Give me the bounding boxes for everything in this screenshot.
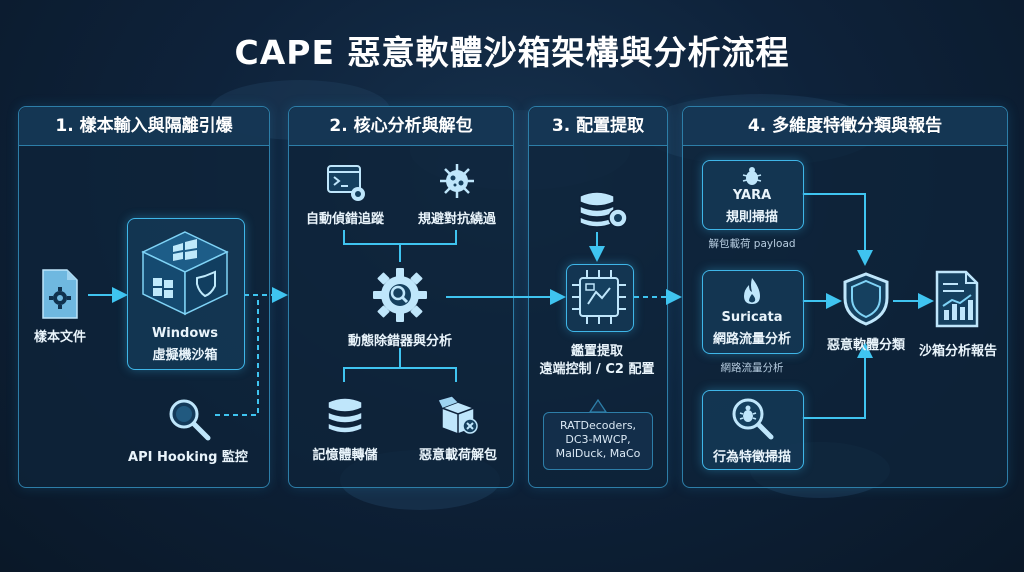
classification-label: 惡意軟體分類 — [826, 338, 905, 353]
windows-cube-icon — [139, 228, 231, 320]
bug-magnifier-icon — [730, 396, 774, 444]
behavior-label: 行為特徵掃描 — [712, 450, 791, 465]
diagram-title: CAPE 惡意軟體沙箱架構與分析流程 — [234, 33, 790, 72]
yara-caption: 解包載荷 payload — [708, 238, 796, 250]
panel-heading: 4. 多維度特徵分類與報告 — [683, 107, 1007, 146]
decoder-item: DC3-MWCP, — [565, 433, 631, 446]
config-extract-line1: 鑑置提取 — [570, 344, 623, 359]
api-hooking-label: API Hooking 監控 — [128, 450, 248, 465]
sample-file-label: 樣本文件 — [33, 330, 86, 345]
magnifier-icon — [166, 396, 212, 446]
decoder-item: MalDuck, MaCo — [555, 447, 641, 460]
report-chart-icon — [934, 270, 980, 332]
evasion-bypass-label: 規避對抗繞過 — [417, 212, 496, 227]
payload-unpack-label: 惡意載荷解包 — [418, 448, 497, 463]
yara-label-line1: YARA — [732, 188, 772, 203]
dynamic-debugger-label: 動態除錯器與分析 — [347, 334, 452, 349]
database-icon — [326, 394, 364, 440]
chip-icon — [570, 268, 628, 330]
suricata-label-line2: 網路流量分析 — [712, 332, 791, 347]
panel-heading: 1. 樣本輸入與隔離引爆 — [19, 107, 269, 146]
decoder-item: RATDecoders, — [559, 419, 637, 432]
document-gear-icon — [40, 268, 80, 324]
database-gear-icon — [578, 188, 630, 236]
flame-icon — [740, 276, 764, 310]
config-extract-line2: 遠端控制 / C2 配置 — [539, 362, 655, 377]
suricata-label-line1: Suricata — [721, 310, 783, 325]
auto-debug-label: 自動偵錯追蹤 — [305, 212, 384, 227]
suricata-caption: 網路流量分析 — [720, 362, 784, 374]
vm-label-line1: Windows — [151, 326, 219, 341]
package-unpack-icon — [436, 394, 480, 440]
yara-label-line2: 規則掃描 — [725, 210, 778, 225]
vm-label-line2: 虛擬機沙箱 — [152, 348, 218, 363]
shield-icon — [842, 272, 890, 330]
decoders-bubble: RATDecoders, DC3-MWCP, MalDuck, MaCo — [543, 412, 653, 470]
memory-dump-label: 記憶體轉儲 — [312, 448, 378, 463]
panel-heading: 2. 核心分析與解包 — [289, 107, 513, 146]
virus-icon — [438, 162, 476, 204]
report-label: 沙箱分析報告 — [918, 344, 997, 359]
gear-magnifier-icon — [371, 266, 429, 328]
terminal-gear-icon — [326, 164, 368, 208]
bug-icon — [741, 166, 763, 190]
panel-heading: 3. 配置提取 — [529, 107, 667, 146]
